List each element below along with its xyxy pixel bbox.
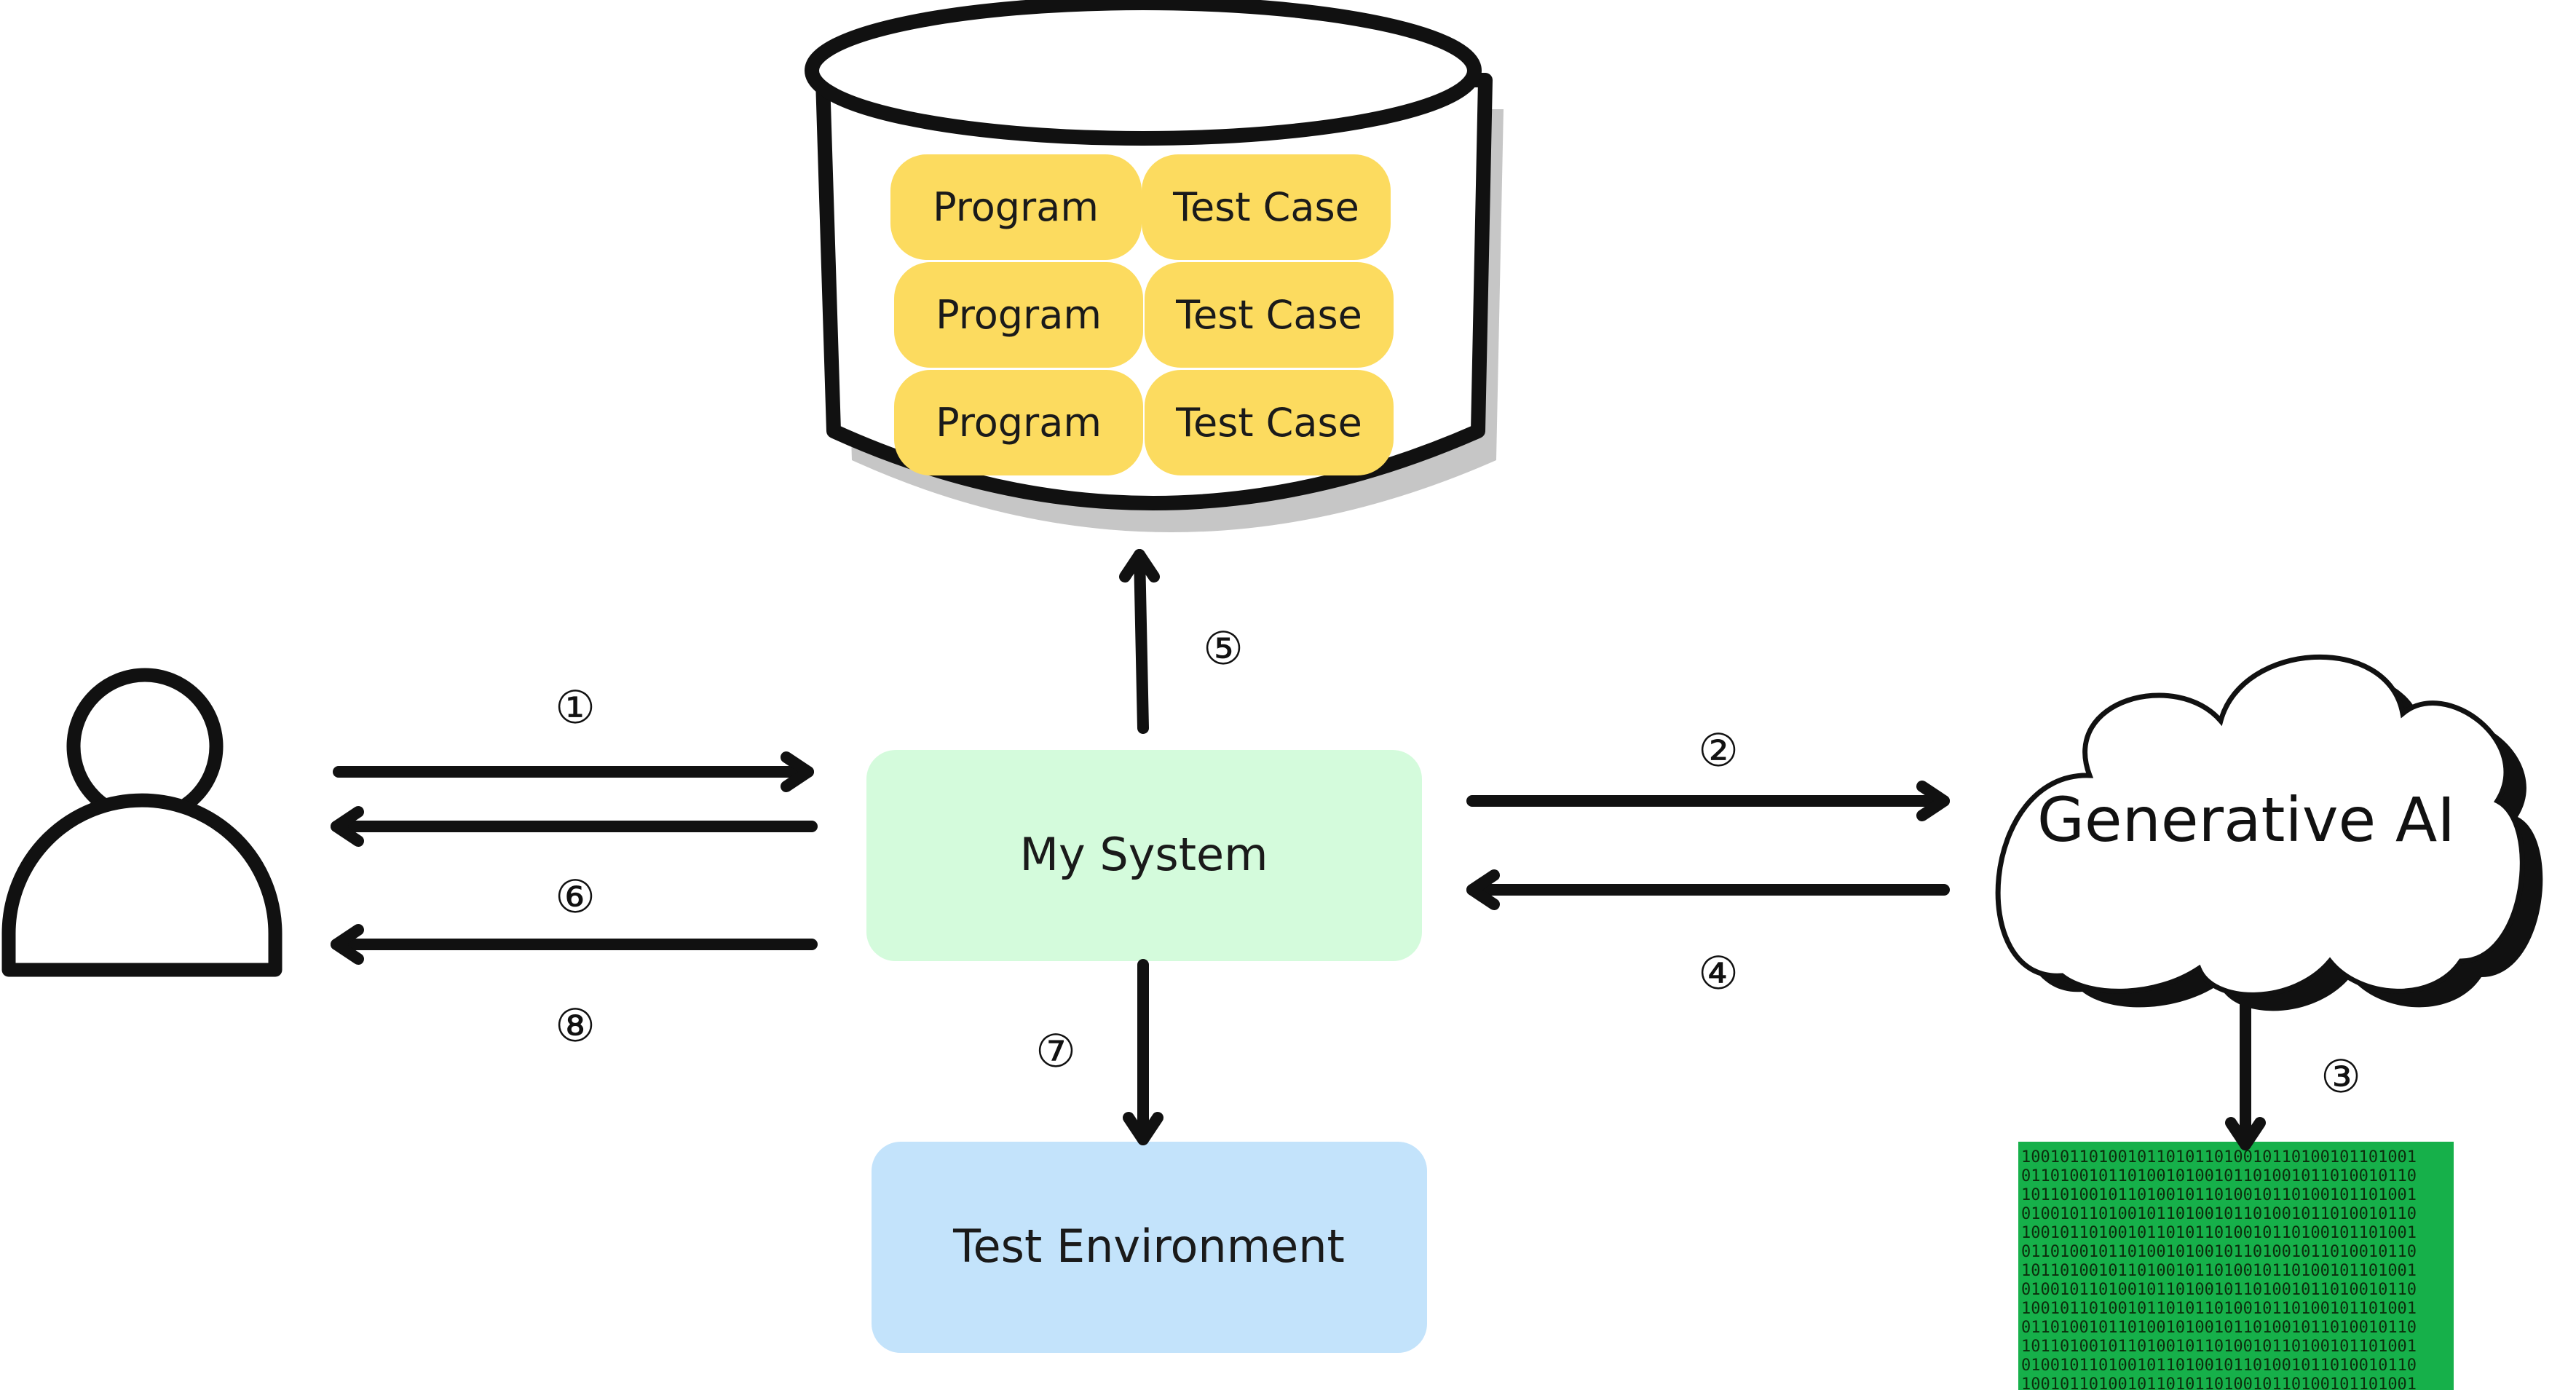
database-table: Program Test Case Program Test Case Prog… [890,154,1394,475]
step-3: ③ [2320,1050,2361,1103]
arrow-ai-to-system [1466,869,1950,910]
arrow-system-to-environment [1123,959,1163,1145]
step-7: ⑦ [1035,1024,1076,1078]
binary-row: 1001011010010110101101001011010010110100… [2021,1148,2417,1166]
binary-row: 1001011010010110101101001011010010110100… [2021,1300,2417,1318]
arrow-system-to-user-report [331,924,818,965]
test-environment-label: Test Environment [952,1220,1345,1273]
step-number: ⑤ [1203,622,1244,675]
binary-row: 1011010010110100101101001011010010110100… [2021,1262,2417,1280]
step-number: ① [555,681,596,734]
test-case-label: Test Case [1175,292,1362,338]
step-number: ② [1698,724,1739,777]
db-row-2: Program Test Case [894,262,1394,368]
step-number: ⑧ [555,999,596,1052]
generative-ai-label: Generative AI [2037,784,2455,856]
binary-row: 0110100101101001010010110100101101001011… [2021,1167,2417,1185]
program-label: Program [936,292,1102,338]
test-case-pill [1142,154,1391,260]
program-pill [894,370,1143,475]
test-case-pill [1145,370,1394,475]
step-labels: ① ⑥ ⑧ ⑤ ⑦ ② ④ ③ [555,622,2361,1103]
my-system-box: My System [866,750,1422,961]
step-number: ③ [2320,1050,2361,1103]
db-row-3: Program Test Case [894,370,1394,475]
arrow-user-to-system [333,751,814,792]
my-system-label: My System [1019,828,1268,881]
binary-row: 0100101101001011010010110100101101001011… [2021,1281,2417,1299]
step-2: ② [1698,724,1739,777]
binary-row: 1001011010010110101101001011010010110100… [2021,1224,2417,1242]
step-6: ⑥ [555,870,596,923]
program-pill [894,262,1143,368]
step-number: ④ [1698,947,1739,1000]
step-1: ① [555,681,596,734]
step-8: ⑧ [555,999,596,1052]
test-environment-box: Test Environment [872,1142,1427,1353]
binary-row: 0110100101101001010010110100101101001011… [2021,1243,2417,1261]
test-case-pill [1145,262,1394,368]
program-label: Program [933,184,1099,230]
user-icon [1,668,283,977]
db-row-1: Program Test Case [890,154,1391,260]
binary-row: 0110100101101001010010110100101101001011… [2021,1319,2417,1337]
test-case-label: Test Case [1175,400,1362,446]
step-number: ⑥ [555,870,596,923]
test-case-label: Test Case [1172,184,1359,230]
arrows [331,549,2266,1150]
binary-row: 0100101101001011010010110100101101001011… [2021,1205,2417,1223]
arrow-system-to-user-result [331,806,818,847]
step-5: ⑤ [1203,622,1244,675]
cloud-icon: Generative AI [1995,654,2543,1011]
binary-row: 1011010010110100101101001011010010110100… [2021,1186,2417,1204]
binary-row: 1001011010010110101101001011010010110100… [2021,1375,2417,1390]
program-pill [890,154,1142,260]
binary-data-icon: 1001011010010110101101001011010010110100… [2018,1142,2454,1390]
step-number: ⑦ [1035,1024,1076,1078]
step-4: ④ [1698,947,1739,1000]
arrow-system-to-database [1119,549,1160,734]
program-label: Program [936,400,1102,446]
binary-row: 1011010010110100101101001011010010110100… [2021,1338,2417,1356]
binary-row: 0100101101001011010010110100101101001011… [2021,1357,2417,1375]
arrow-ai-to-data [2225,999,2266,1150]
arrow-system-to-ai [1466,781,1950,821]
